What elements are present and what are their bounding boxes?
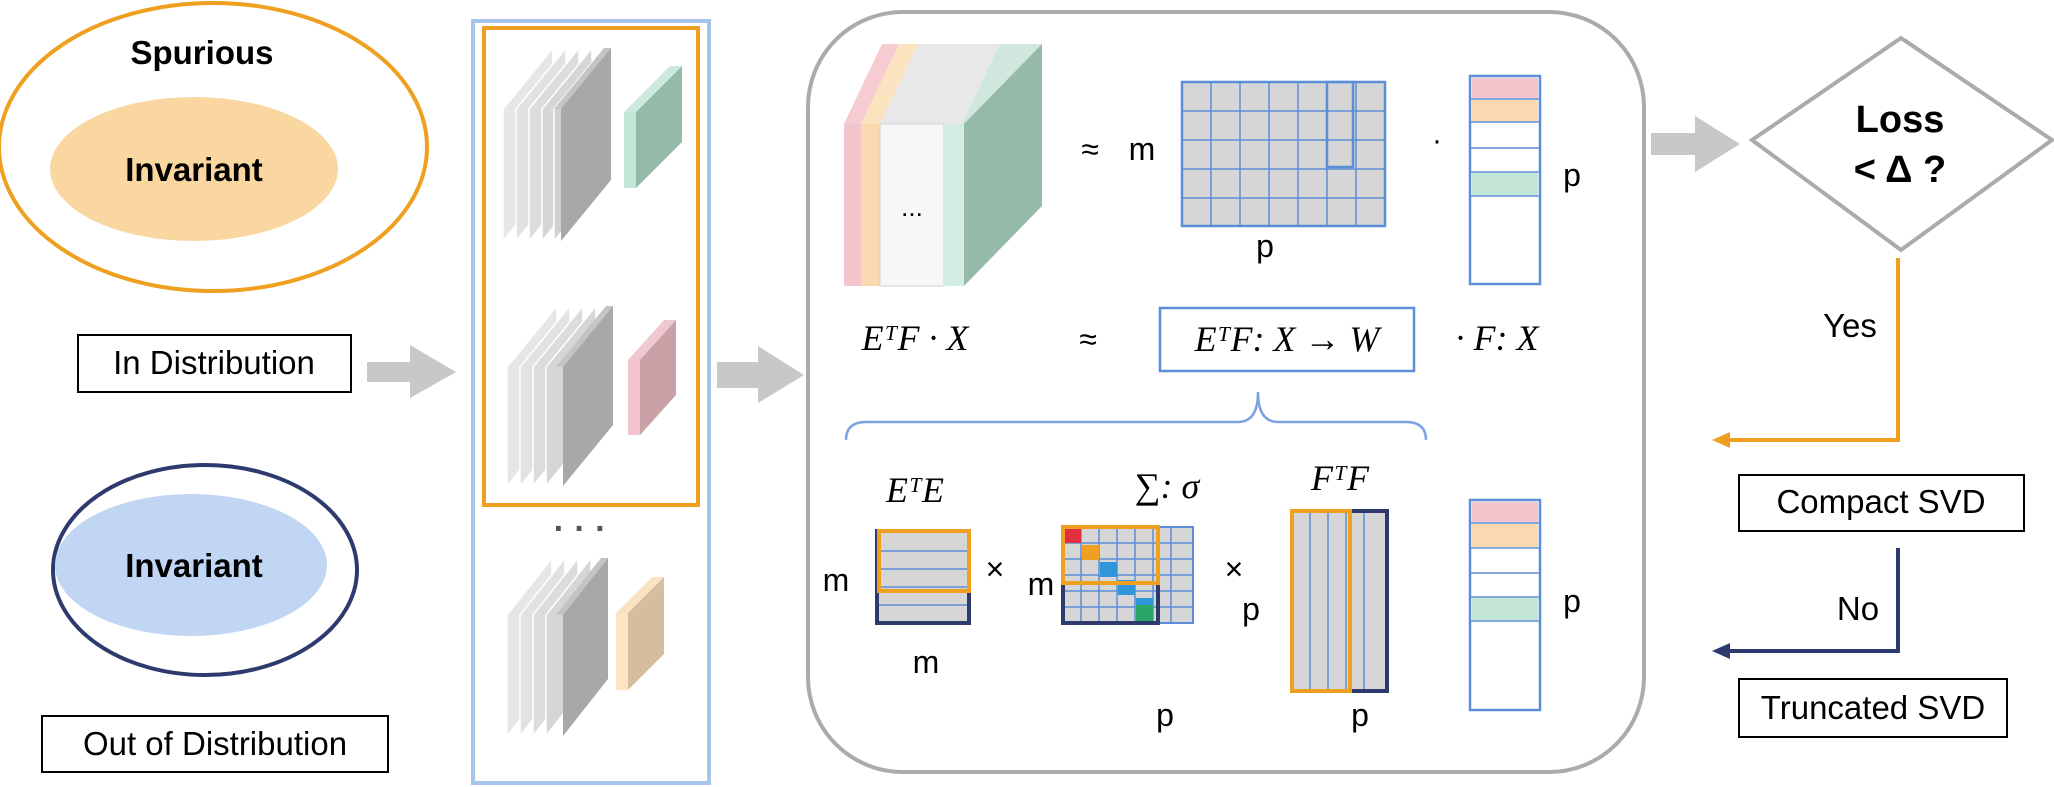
yes-arrowhead bbox=[1712, 432, 1730, 448]
loss-decision-diamond: Loss < Δ ? bbox=[1748, 35, 2054, 253]
arrow-svd-to-decision bbox=[1651, 116, 1740, 172]
embedding-tensor: ... bbox=[844, 44, 1042, 287]
arrow-features-to-svd bbox=[717, 346, 804, 403]
feature-stack-1 bbox=[502, 45, 611, 244]
yes-branch-line bbox=[1726, 258, 1900, 442]
times-symbol-1: × bbox=[986, 551, 1005, 587]
yes-label: Yes bbox=[1823, 307, 1877, 344]
loss-label-line2: < Δ ? bbox=[1854, 149, 1946, 191]
ftf-matrix bbox=[1290, 509, 1389, 693]
out-of-distribution-box: Out of Distribution bbox=[41, 715, 389, 773]
equation-left: EᵀF · X bbox=[861, 318, 971, 358]
feature-vector-3 bbox=[616, 577, 664, 690]
dim-m-sigma: m bbox=[1028, 566, 1055, 602]
compact-svd-label: Compact SVD bbox=[1776, 483, 1985, 520]
spurious-region: Spurious Invariant bbox=[0, 1, 429, 293]
invariant-ood-ellipse bbox=[55, 494, 327, 636]
dim-m-ete-bottom: m bbox=[913, 644, 940, 680]
no-branch-line bbox=[1726, 548, 1900, 653]
features-ellipsis: · · · bbox=[554, 510, 607, 548]
ftf-label: FᵀF bbox=[1310, 458, 1370, 498]
dim-p-top-matrix: p bbox=[1256, 228, 1274, 264]
decomposition-brace bbox=[844, 391, 1428, 441]
dim-p-sigma: p bbox=[1156, 697, 1174, 733]
dim-p-ftf-left: p bbox=[1242, 591, 1260, 627]
invariant-ood-label: Invariant bbox=[125, 547, 263, 584]
bottom-column-vector bbox=[1468, 498, 1542, 712]
ete-label: EᵀE bbox=[885, 470, 944, 510]
loss-label-line1: Loss bbox=[1856, 99, 1945, 141]
truncated-svd-label: Truncated SVD bbox=[1761, 689, 1985, 726]
times-symbol-2: × bbox=[1225, 551, 1244, 587]
invariant-id-ellipse bbox=[50, 97, 338, 241]
dim-p-bottom-vector: p bbox=[1563, 583, 1581, 619]
truncated-svd-box: Truncated SVD bbox=[1738, 678, 2008, 738]
sigma-label: ∑: σ bbox=[1135, 466, 1201, 506]
in-distribution-box: In Distribution bbox=[77, 334, 352, 393]
tensor-ellipsis: ... bbox=[901, 192, 923, 222]
arrow-id-to-features bbox=[367, 345, 456, 398]
approx-symbol-top: ≈ bbox=[1081, 131, 1099, 167]
feature-vector-2 bbox=[628, 320, 676, 435]
dim-p-top-vector: p bbox=[1563, 157, 1581, 193]
compact-svd-box: Compact SVD bbox=[1738, 474, 2025, 532]
out-of-distribution-label: Out of Distribution bbox=[83, 725, 347, 762]
dim-m-ete-left: m bbox=[823, 562, 850, 598]
in-distribution-label: In Distribution bbox=[113, 344, 315, 381]
feature-vector-1 bbox=[624, 66, 682, 188]
no-label: No bbox=[1837, 590, 1879, 627]
no-arrowhead bbox=[1712, 643, 1730, 659]
feature-stack-2 bbox=[506, 303, 613, 489]
ete-matrix bbox=[875, 529, 971, 625]
feature-stack-3 bbox=[506, 555, 608, 739]
dim-p-ftf-bottom: p bbox=[1351, 697, 1369, 733]
spurious-label: Spurious bbox=[130, 34, 273, 71]
equation-approx: ≈ bbox=[1079, 321, 1097, 357]
dot-symbol-top: · bbox=[1432, 124, 1442, 157]
invariant-id-label: Invariant bbox=[125, 151, 263, 188]
dim-m-top: m bbox=[1129, 131, 1156, 167]
top-column-vector bbox=[1468, 74, 1542, 286]
in-distribution-features-frame bbox=[482, 26, 700, 507]
top-matrix-grid bbox=[1180, 80, 1387, 228]
ood-region: Invariant bbox=[51, 463, 359, 677]
sigma-matrix bbox=[1061, 525, 1194, 625]
equation-mid-box bbox=[1158, 306, 1416, 373]
equation-mid: EᵀF: X → W bbox=[1194, 319, 1383, 359]
equation-right: · F: X bbox=[1456, 318, 1541, 358]
